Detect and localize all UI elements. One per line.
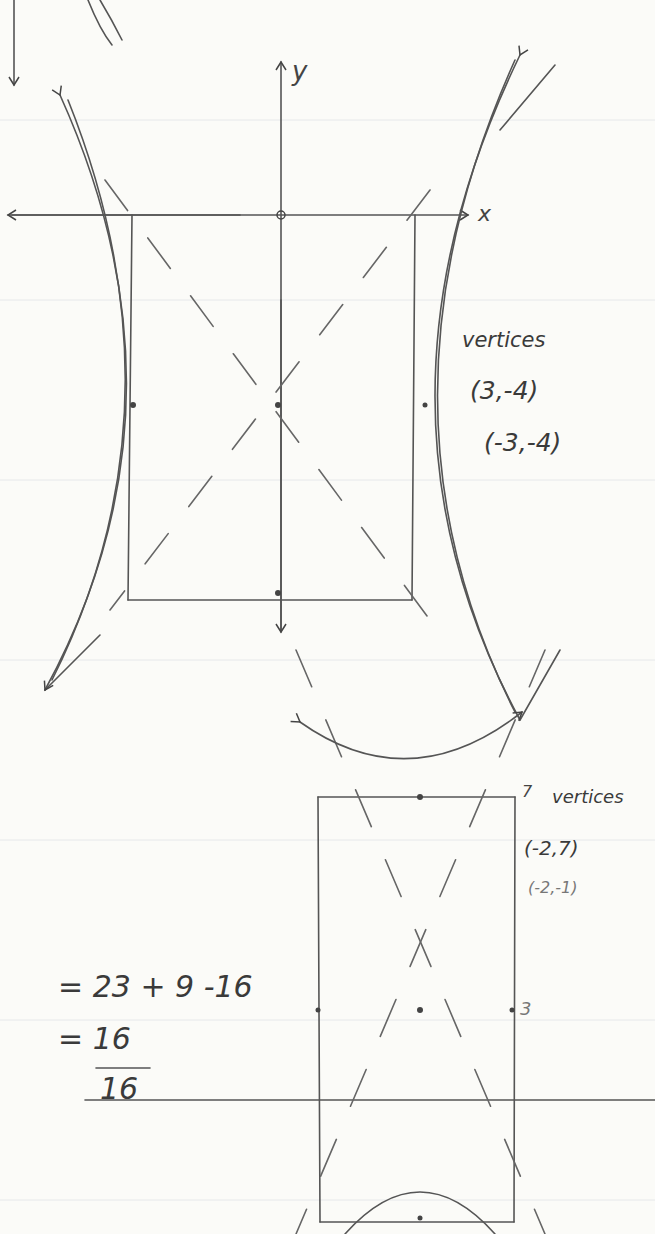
handwritten-note: (3,-4)	[470, 378, 538, 403]
handwritten-note: (-2,7)	[524, 838, 579, 858]
handwritten-note: (-3,-4)	[484, 430, 561, 455]
handwritten-note: 16	[100, 1074, 138, 1104]
handwritten-note: = 16	[58, 1024, 131, 1054]
handwritten-note: 3	[520, 1000, 531, 1018]
handwritten-note: vertices	[552, 788, 624, 806]
handwritten-note: x	[478, 203, 491, 225]
handwritten-note: = 23 + 9 -16	[58, 972, 253, 1002]
handwritten-note: y	[292, 58, 307, 84]
handwritten-note: vertices	[462, 330, 545, 351]
handwritten-note: (-2,-1)	[528, 880, 577, 896]
handwritten-note: 7	[522, 784, 532, 800]
